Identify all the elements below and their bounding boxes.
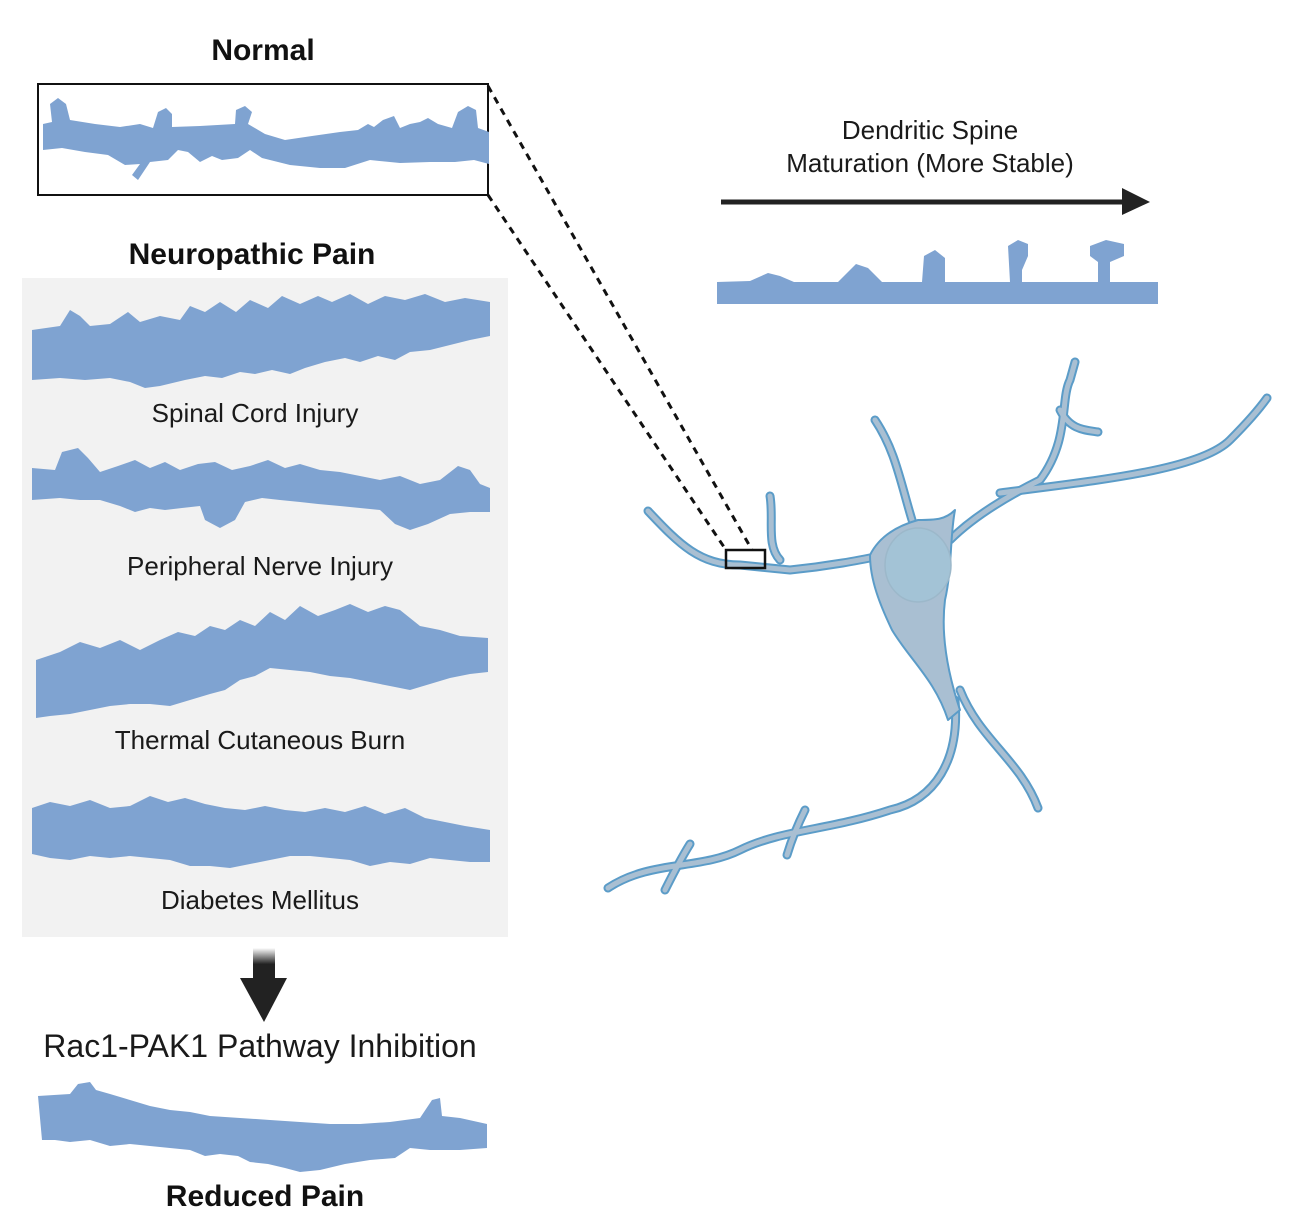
neuropathic-title: Neuropathic Pain <box>128 238 376 271</box>
zoom-line <box>486 194 728 551</box>
condition-label: Peripheral Nerve Injury <box>127 551 393 581</box>
neuron-nucleus <box>884 527 952 603</box>
outcome-title: Reduced Pain <box>165 1180 365 1213</box>
thermal-burn-dendrite <box>36 604 488 718</box>
down-arrow-shaft <box>253 948 275 984</box>
maturation-label: Dendritic Spine Maturation (More Stable) <box>720 114 1140 180</box>
reduced-pain-dendrite <box>38 1082 487 1172</box>
zoom-line <box>486 85 754 551</box>
maturation-line-1: Dendritic Spine <box>841 115 1019 145</box>
down-arrow-icon <box>240 978 287 1022</box>
diabetes-dendrite <box>32 796 490 868</box>
maturation-arrow-head <box>1122 188 1150 215</box>
condition-label: Diabetes Mellitus <box>161 885 359 915</box>
condition-label: Thermal Cutaneous Burn <box>114 725 406 755</box>
normal-dendrite <box>43 98 489 180</box>
peripheral-nerve-injury-dendrite <box>32 448 490 530</box>
spine-stages-dendrite <box>717 240 1158 304</box>
treatment-label: Rac1-PAK1 Pathway Inhibition <box>43 1028 477 1064</box>
normal-title: Normal <box>211 34 315 67</box>
spinal-cord-injury-dendrite <box>32 294 490 388</box>
neuron-zoom-box <box>724 548 767 570</box>
condition-label: Spinal Cord Injury <box>151 398 359 428</box>
neuropathic-dendrites <box>32 294 490 868</box>
maturation-line-2: Maturation (More Stable) <box>786 148 1074 178</box>
neuron <box>603 357 1272 895</box>
